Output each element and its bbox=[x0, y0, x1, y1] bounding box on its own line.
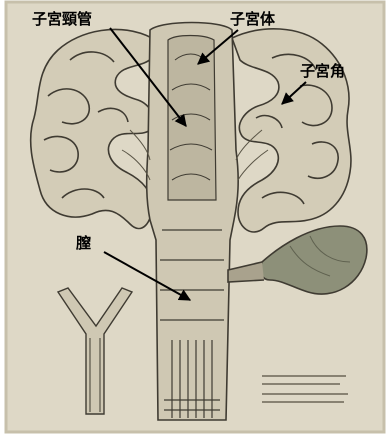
vagina-label: 膣 bbox=[76, 236, 91, 251]
uterine-body-label: 子宮体 bbox=[230, 12, 275, 27]
left-uterine-horn bbox=[31, 29, 154, 228]
uterine-horn-label: 子宮角 bbox=[300, 64, 345, 79]
uterine-body-column bbox=[147, 23, 238, 421]
cervix-label: 子宮頸管 bbox=[32, 12, 92, 27]
right-uterine-horn bbox=[232, 29, 351, 232]
